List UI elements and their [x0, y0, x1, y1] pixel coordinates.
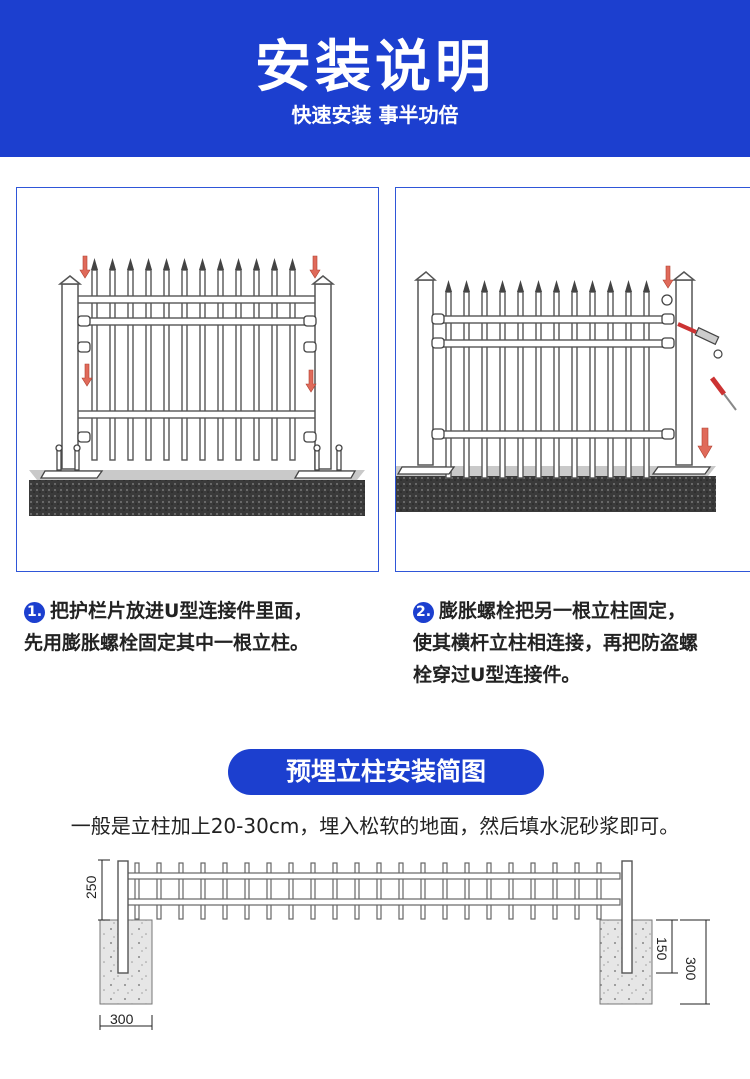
- step2-illustration: [395, 187, 750, 572]
- step-1-line-1-text: 把护栏片放进U型连接件里面，: [50, 600, 313, 622]
- step-2-number: 2.: [413, 602, 434, 623]
- dim-top: 250: [83, 875, 99, 899]
- step-1-line-2: 先用膨胀螺栓固定其中一根立柱。: [24, 632, 310, 654]
- step1-illustration: [16, 187, 379, 572]
- step-1-line-1: 1.把护栏片放进U型连接件里面，: [24, 595, 312, 627]
- dim-depth: 300: [683, 957, 699, 981]
- step-2-text: 2.膨胀螺栓把另一根立柱固定， 使其横杆立柱相连接，再把防盗螺 栓穿过U型连接件…: [413, 595, 698, 691]
- dim-inner: 150: [654, 937, 670, 961]
- dim-width: 300: [110, 1011, 134, 1027]
- step-2-line-1: 2.膨胀螺栓把另一根立柱固定，: [413, 595, 698, 627]
- step-1-number: 1.: [24, 602, 45, 623]
- step-1-text: 1.把护栏片放进U型连接件里面， 先用膨胀螺栓固定其中一根立柱。: [24, 595, 312, 659]
- page-title: 安装说明: [255, 35, 495, 100]
- embedded-post-diagram: 250 300 150 300: [80, 855, 740, 1049]
- section-note: 一般是立柱加上20-30cm，埋入松软的地面，然后填水泥砂浆即可。: [70, 814, 680, 838]
- header-banner: 安装说明 快速安装 事半功倍: [0, 0, 750, 157]
- page-subtitle: 快速安装 事半功倍: [291, 103, 459, 127]
- step-2-line-2: 使其横杆立柱相连接，再把防盗螺: [413, 632, 699, 654]
- step-2-line-1-text: 膨胀螺栓把另一根立柱固定，: [439, 600, 687, 622]
- step-2-line-3: 栓穿过U型连接件。: [413, 664, 581, 686]
- section-title: 预埋立柱安装简图: [228, 749, 544, 795]
